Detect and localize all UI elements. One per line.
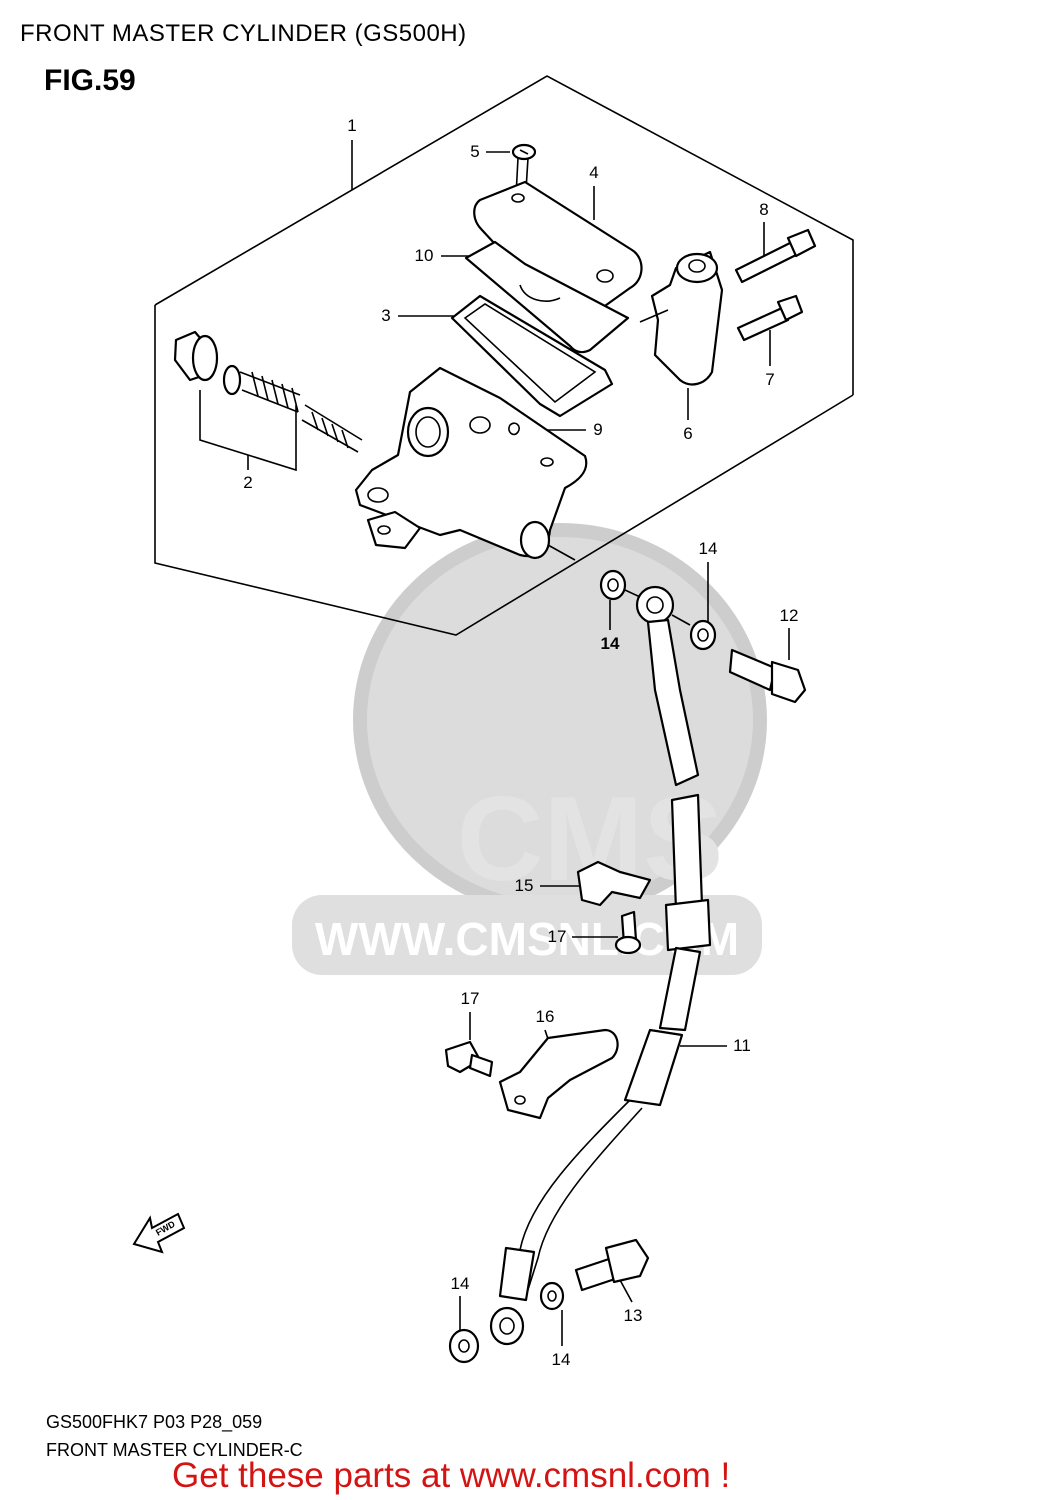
part-13-union-bolt [574,1238,650,1292]
callout-1[interactable]: 1 [347,116,357,135]
part-2-piston-kit [173,330,363,453]
master-cylinder-body [354,366,588,561]
callout-16[interactable]: 16 [535,1007,555,1026]
callout-15[interactable]: 15 [514,876,534,895]
callout-3[interactable]: 3 [381,306,391,325]
callout-13[interactable]: 13 [623,1306,643,1325]
part-12-union-bolt [728,648,807,704]
callout-2[interactable]: 2 [243,473,253,492]
diagram-code: GS500FHK7 P03 P28_059 [46,1412,263,1432]
fwd-arrow-icon: FWD [132,1212,186,1254]
part-16-bracket [498,1028,619,1120]
callout-4[interactable]: 4 [589,163,599,182]
callout-12[interactable]: 12 [779,606,799,625]
assembly-outline [154,75,854,636]
part-6-clamp [639,250,724,386]
part-8-bolt [734,228,817,284]
callout-6[interactable]: 6 [683,424,693,443]
callout-17-lower[interactable]: 17 [460,989,480,1008]
part-7-bolt [736,294,804,342]
part-11-brake-hose [489,618,712,1346]
part-3-diaphragm [450,294,614,418]
part-17-bolt-upper [614,910,642,955]
callout-14-lower-left[interactable]: 14 [450,1274,470,1293]
callout-7[interactable]: 7 [765,370,775,389]
lower-washers [448,1281,565,1364]
shop-link[interactable]: Get these parts at www.cmsnl.com ! [172,1456,731,1495]
callout-11[interactable]: 11 [733,1036,751,1055]
figure-label: FIG.59 [44,64,136,97]
part-17-bolt-lower [444,1040,494,1078]
callout-14-upper-left[interactable]: 14 [600,634,620,653]
part-10-diaphragm-plate [464,240,630,354]
diagram-caption: FRONT MASTER CYLINDER-C [46,1440,303,1460]
callout-17-upper[interactable]: 17 [547,927,567,946]
callout-10[interactable]: 10 [414,246,434,265]
callout-8[interactable]: 8 [759,200,769,219]
part-15-clamp [576,860,652,907]
callout-14-upper-right[interactable]: 14 [698,539,718,558]
callout-9[interactable]: 9 [593,420,603,439]
leader-lines [199,140,790,1346]
callout-14-lower-right[interactable]: 14 [551,1350,571,1369]
page-title: FRONT MASTER CYLINDER (GS500H) [20,20,467,47]
banjo-and-washers [599,569,717,651]
callout-5[interactable]: 5 [470,142,480,161]
